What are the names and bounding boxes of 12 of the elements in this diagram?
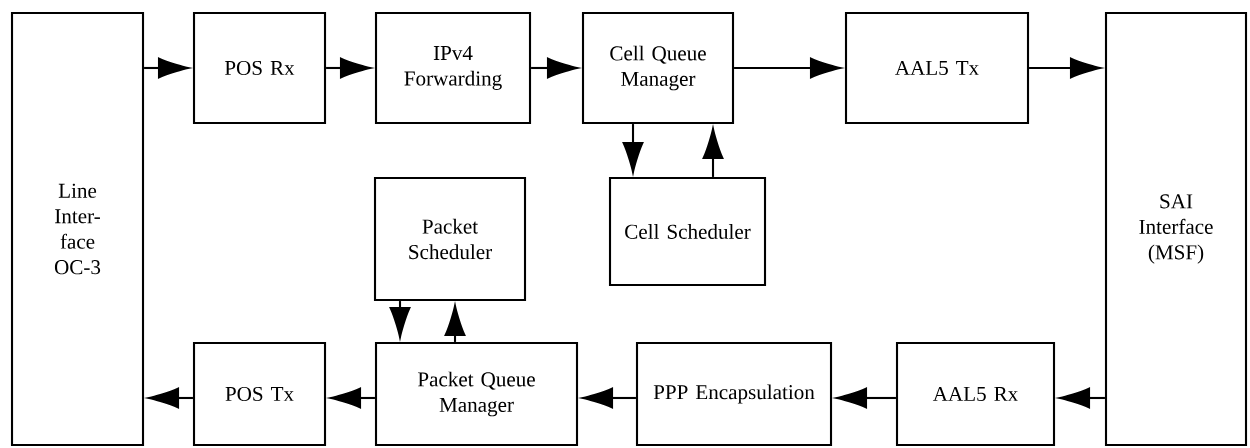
process-box: POS Rx <box>192 11 327 125</box>
process-box: Packet Scheduler <box>373 176 527 302</box>
interface-block: Line Inter-face OC-3 <box>10 11 145 447</box>
process-box: Cell Scheduler <box>608 176 767 287</box>
process-box: IPv4 Forwarding <box>374 11 532 125</box>
interface-block: SAI Interface (MSF) <box>1104 11 1248 447</box>
process-box: Packet Queue Manager <box>374 341 579 447</box>
process-box: POS Tx <box>192 341 327 447</box>
process-box: AAL5 Tx <box>844 11 1030 125</box>
process-box: PPP Encapsulation <box>635 341 833 447</box>
process-box: Cell Queue Manager <box>581 11 735 125</box>
process-box: AAL5 Rx <box>895 341 1056 447</box>
